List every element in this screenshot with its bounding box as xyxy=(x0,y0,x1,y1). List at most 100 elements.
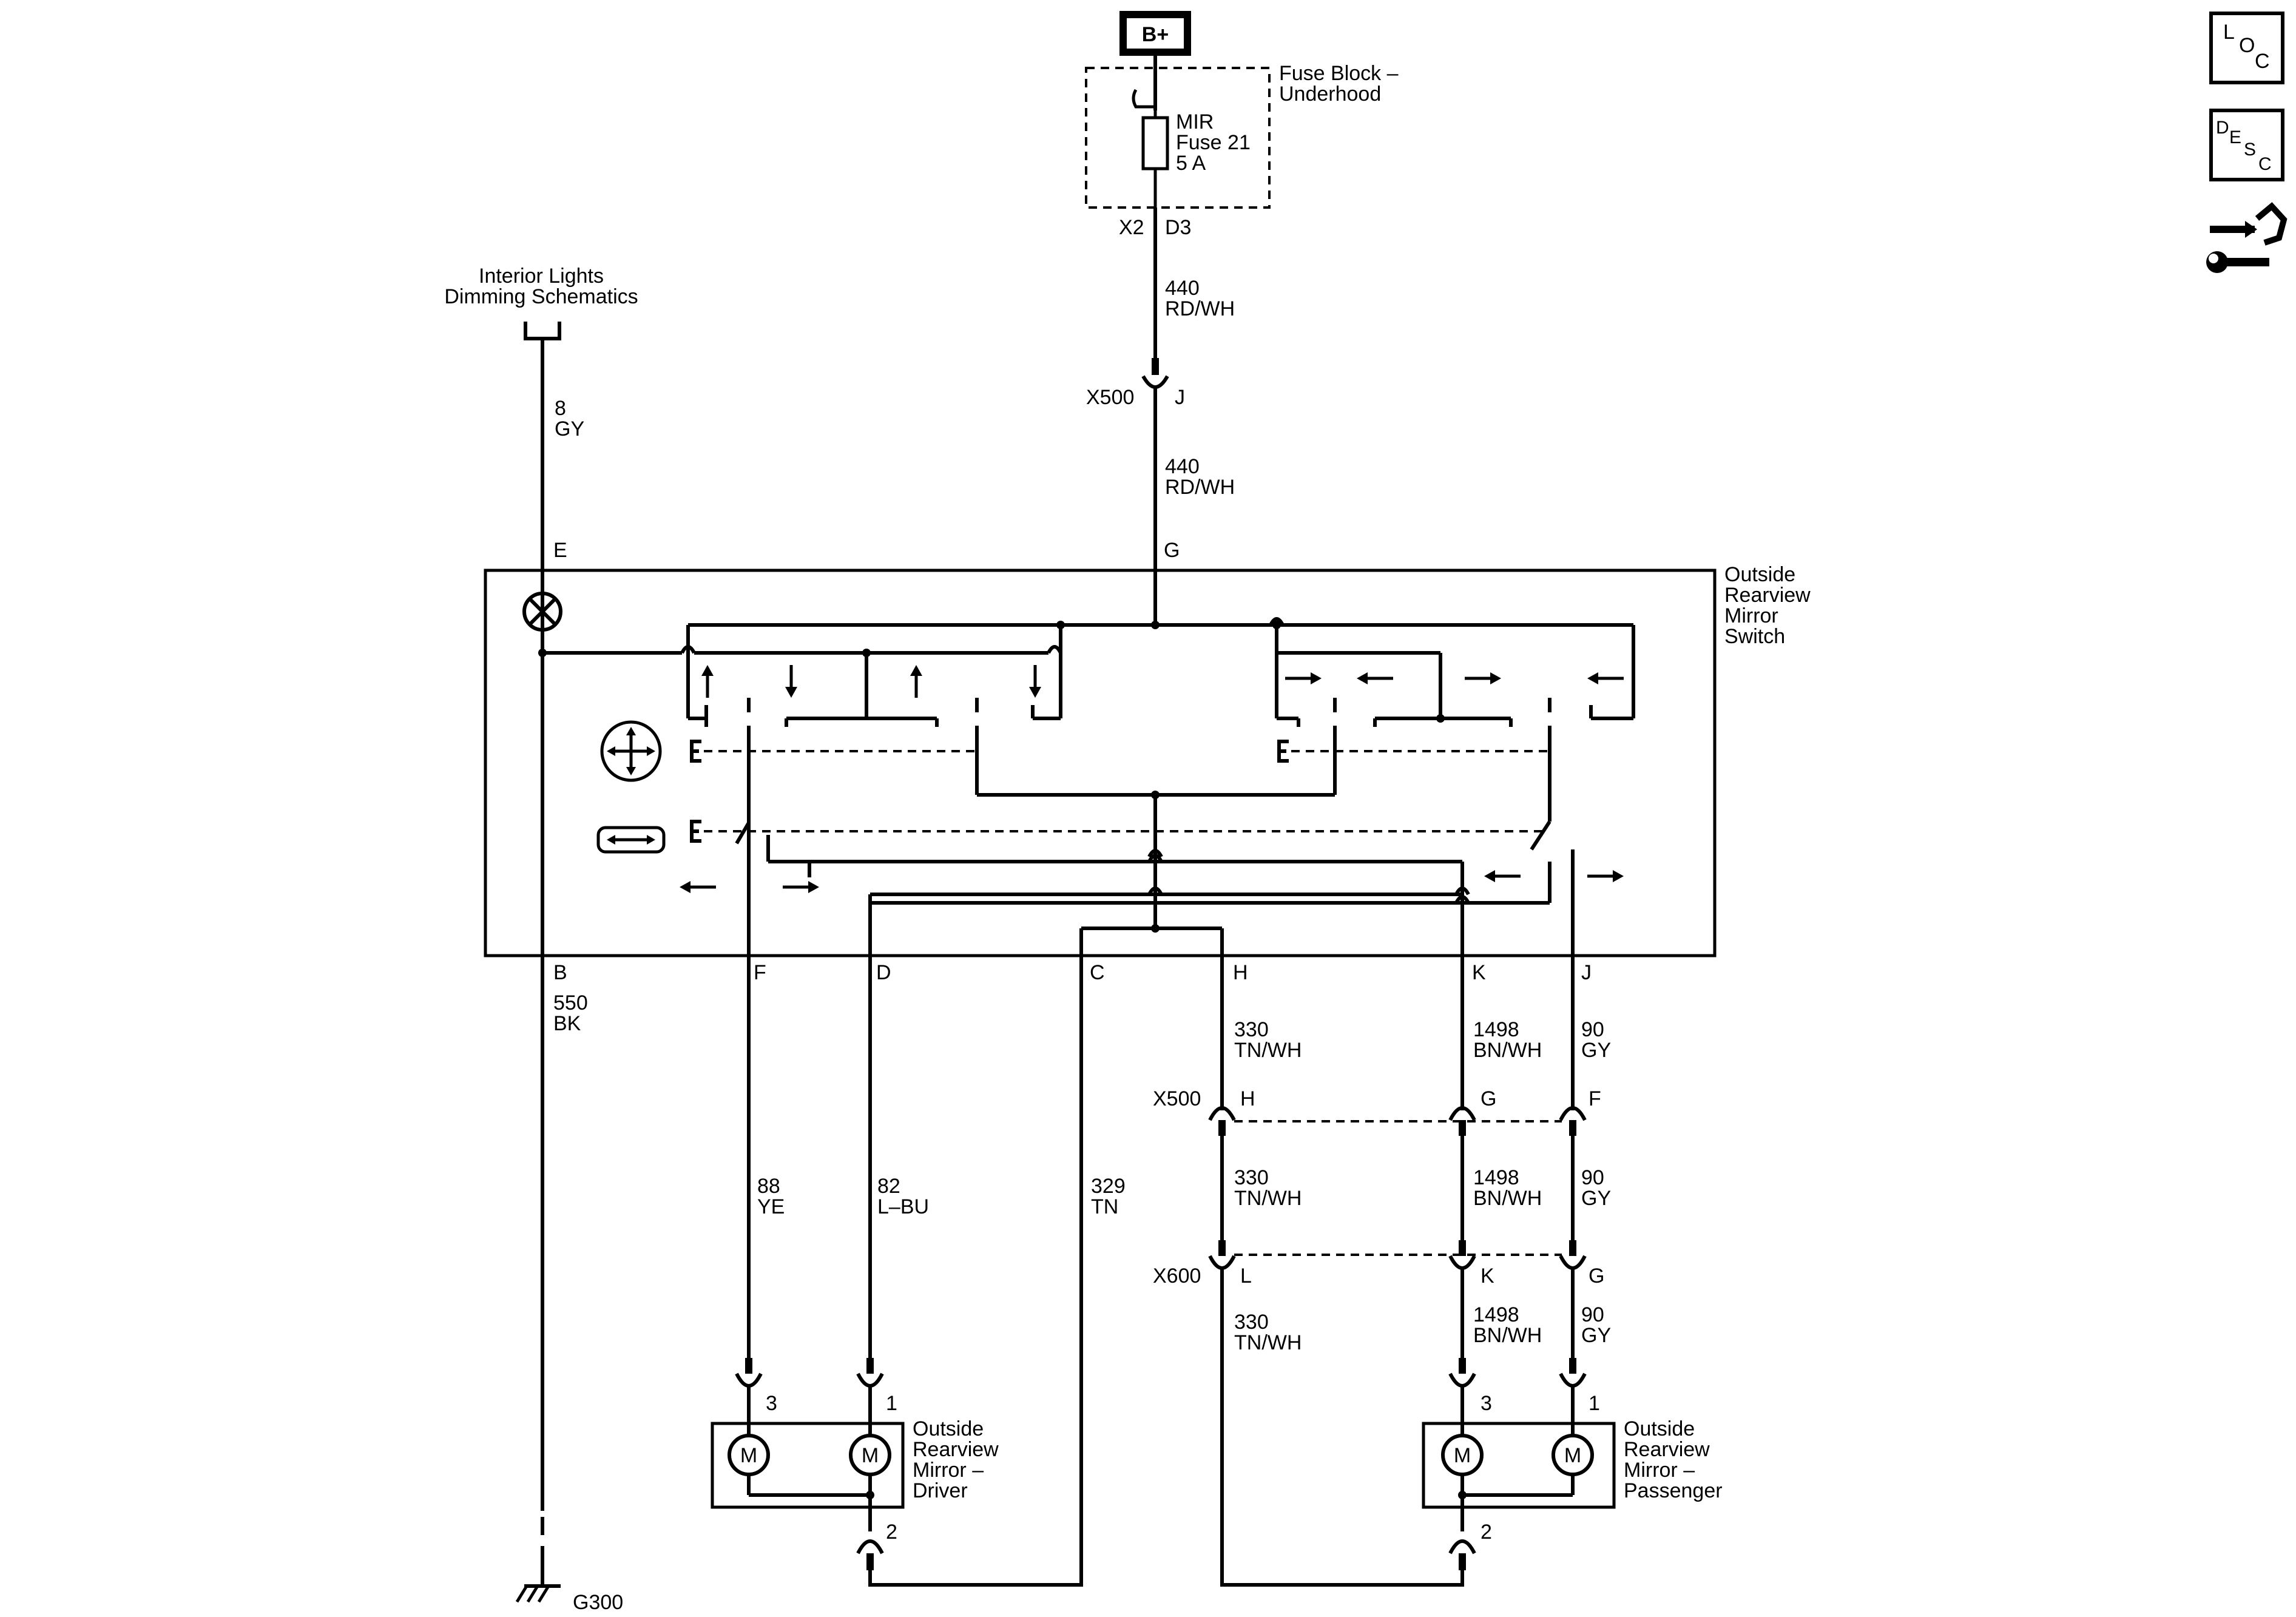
wire-330-a-circuit: 330 xyxy=(1234,1018,1269,1041)
switch-pin-g: G xyxy=(1164,539,1180,562)
connector-x500-row: X500 H G F xyxy=(1153,1087,1601,1136)
wire-90-a-color: GY xyxy=(1581,1039,1611,1062)
svg-text:C: C xyxy=(2258,154,2272,174)
mirror-switch-outline xyxy=(484,569,1717,957)
switch-title-1: Outside xyxy=(1724,563,1795,586)
interior-lights-reference: Interior Lights Dimming Schematics 8 GY xyxy=(444,265,638,570)
fuse-block: MIR Fuse 21 5 A Fuse Block – Underhood X… xyxy=(1085,52,1399,239)
arrow-right-icon xyxy=(1465,672,1501,684)
passenger-pin-3: 3 xyxy=(1481,1392,1492,1415)
passenger-motor-a-label: M xyxy=(1454,1444,1471,1467)
ground-label: G300 xyxy=(573,1591,623,1614)
arrow-up-icon xyxy=(910,665,922,698)
x500-row-pin-h: H xyxy=(1240,1087,1255,1110)
switch-pin-k: K xyxy=(1472,961,1486,984)
switch-pin-d: D xyxy=(876,961,891,984)
switch-pin-j: J xyxy=(1581,961,1592,984)
connector-x600-row: X600 L K G xyxy=(1153,1240,1604,1288)
x600-row-name: X600 xyxy=(1153,1264,1201,1288)
passenger-pin-2: 2 xyxy=(1481,1521,1492,1544)
wire-1498-b-circuit: 1498 xyxy=(1473,1166,1519,1189)
wire-90-c-circuit: 90 xyxy=(1581,1303,1604,1326)
passenger-title-1: Outside xyxy=(1624,1417,1695,1440)
wire-440-upper-color: RD/WH xyxy=(1165,297,1235,320)
svg-text:S: S xyxy=(2244,140,2256,160)
arrow-left-icon xyxy=(1484,870,1521,882)
arrow-right-icon xyxy=(1587,870,1624,882)
switch-bottom-pins: B F D C H K J xyxy=(553,961,1592,984)
reference-bracket-icon xyxy=(524,322,561,340)
svg-text:L: L xyxy=(2223,21,2235,44)
wire-88-color: YE xyxy=(757,1195,785,1218)
fuse-pin-d3: D3 xyxy=(1165,216,1191,239)
switch-title-2: Rearview xyxy=(1724,584,1811,607)
passenger-title-4: Passenger xyxy=(1624,1479,1723,1502)
wire-330-b-circuit: 330 xyxy=(1234,1166,1269,1189)
driver-pin-1: 1 xyxy=(886,1392,897,1415)
driver-title-2: Rearview xyxy=(913,1438,999,1461)
driver-mirror: M M 3 1 2 Outside Rearview Mirror – Driv… xyxy=(711,1358,999,1570)
driver-title-4: Driver xyxy=(913,1479,968,1502)
loc-button[interactable]: L O C xyxy=(2209,12,2284,84)
wire-329-circuit: 329 xyxy=(1091,1175,1126,1198)
passenger-title-2: Rearview xyxy=(1624,1438,1710,1461)
mirror-switch: E G Outside Rearview Mirror Switch xyxy=(484,539,1811,957)
fuse-block-title: Fuse Block – xyxy=(1279,62,1399,85)
wire-330-lower xyxy=(1220,1268,1464,1587)
driver-pin-3: 3 xyxy=(766,1392,777,1415)
connector-wrench-icon[interactable] xyxy=(2206,202,2288,273)
passenger-pin-1: 1 xyxy=(1589,1392,1600,1415)
wire-1498-c-color: BN/WH xyxy=(1473,1324,1542,1347)
power-source: B+ xyxy=(1119,11,1191,56)
switch-title-4: Switch xyxy=(1724,625,1785,648)
wire-1498-a-circuit: 1498 xyxy=(1473,1018,1519,1041)
switch-pin-e: E xyxy=(553,539,567,562)
switch-pin-b: B xyxy=(553,961,567,984)
driver-motor-a-label: M xyxy=(740,1444,757,1467)
wire-8-color: GY xyxy=(555,417,584,441)
driver-motor-icon: M xyxy=(728,1434,770,1476)
switch-pin-f: F xyxy=(754,961,766,984)
fuse-block-subtitle: Underhood xyxy=(1279,83,1381,106)
passenger-motor-b-label: M xyxy=(1564,1444,1581,1467)
x600-row-pin-l: L xyxy=(1240,1264,1252,1288)
wire-330-c-color: TN/WH xyxy=(1234,1331,1302,1354)
passenger-mirror: M M 3 1 2 Outside Rearview Mirror – Pass… xyxy=(1422,1358,1723,1570)
b-plus-label: B+ xyxy=(1142,23,1169,46)
wire-90-b-color: GY xyxy=(1581,1187,1611,1210)
wire-440-lower-circuit: 440 xyxy=(1165,455,1200,478)
arrow-right-icon xyxy=(1285,672,1322,684)
switch-title-3: Mirror xyxy=(1724,604,1778,627)
x500-row-name: X500 xyxy=(1153,1087,1201,1110)
wire-550-circuit: 550 xyxy=(553,991,588,1014)
interior-lights-title: Interior Lights xyxy=(479,265,604,288)
wire-329-color: TN xyxy=(1091,1195,1118,1218)
svg-text:C: C xyxy=(2255,50,2270,73)
wire-1498-b-color: BN/WH xyxy=(1473,1187,1542,1210)
x500-row-pin-g: G xyxy=(1481,1087,1496,1110)
connector-x500-j: X500 J xyxy=(1086,358,1185,570)
wire-90-b-circuit: 90 xyxy=(1581,1166,1604,1189)
wire-1498-c-circuit: 1498 xyxy=(1473,1303,1519,1326)
driver-motor-b-label: M xyxy=(862,1444,879,1467)
switch-pin-h: H xyxy=(1233,961,1248,984)
passenger-motor-icon: M xyxy=(1551,1434,1594,1476)
x500-top-name: X500 xyxy=(1086,386,1134,409)
wire-550-color: BK xyxy=(553,1012,581,1035)
joystick-icon xyxy=(600,720,662,782)
svg-text:O: O xyxy=(2239,34,2255,57)
passenger-motor-icon: M xyxy=(1441,1434,1484,1476)
wire-90-c-color: GY xyxy=(1581,1324,1611,1347)
wire-330-c-circuit: 330 xyxy=(1234,1311,1269,1334)
fuse-tab-icon xyxy=(1132,89,1155,109)
arrow-right-icon xyxy=(783,881,819,893)
arrow-left-icon xyxy=(1587,672,1624,684)
desc-button[interactable]: D E S C xyxy=(2209,109,2284,181)
wire-82-color: L–BU xyxy=(877,1195,929,1218)
x500-top-pin: J xyxy=(1175,386,1185,409)
wire-90-a-circuit: 90 xyxy=(1581,1018,1604,1041)
fuse-name: MIR xyxy=(1176,110,1214,133)
fuse-icon xyxy=(1141,116,1169,170)
